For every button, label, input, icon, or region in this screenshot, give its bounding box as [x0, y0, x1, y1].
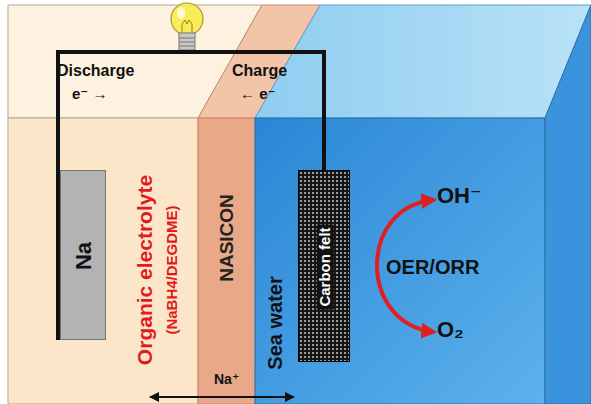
sodium-anode: Na [60, 170, 106, 340]
mode-label: Discharge [57, 62, 134, 80]
ion-label: Na⁺ [214, 372, 239, 387]
electron-flow: e⁻ → [72, 86, 107, 103]
bulb-filament [182, 20, 192, 33]
separator-label: NASICON [217, 194, 238, 282]
reaction-label: OER/ORR [386, 256, 479, 278]
nasicon-separator: NASICON [198, 118, 255, 404]
bulb-thread [179, 38, 195, 39]
compartment-label: Sea water [264, 276, 286, 369]
nasicon-front-face [198, 118, 255, 404]
electron-flow: ← e⁻ [240, 86, 275, 103]
ion-transport-arrow [150, 396, 294, 398]
electrolyte-formula: (NaBH4/DEGDME) [164, 205, 181, 334]
electrode-label: Na [72, 242, 96, 270]
species-label: OH⁻ [437, 184, 482, 208]
electrolyte-compartment: Na Organic electrolyte (NaBH4/DEGDME) [8, 118, 198, 404]
bulb-shine [177, 7, 185, 19]
light-bulb [171, 3, 203, 50]
seawater-front-face [255, 118, 545, 404]
compartment-label: Organic electrolyte [133, 175, 156, 365]
bulb-thread [179, 46, 195, 47]
electrolyte-front-face [8, 118, 198, 404]
bulb-thread [179, 42, 195, 43]
carbon-felt-cathode: Carbon felt [298, 170, 350, 362]
bulb-base [179, 33, 195, 50]
bulb-glass [171, 3, 203, 35]
seawater-side-face [545, 5, 591, 404]
seawater-top-face [255, 5, 591, 118]
species-label: O₂ [437, 318, 464, 342]
mode-label: Charge [232, 62, 287, 80]
electrode-label: Carbon felt [317, 224, 334, 309]
